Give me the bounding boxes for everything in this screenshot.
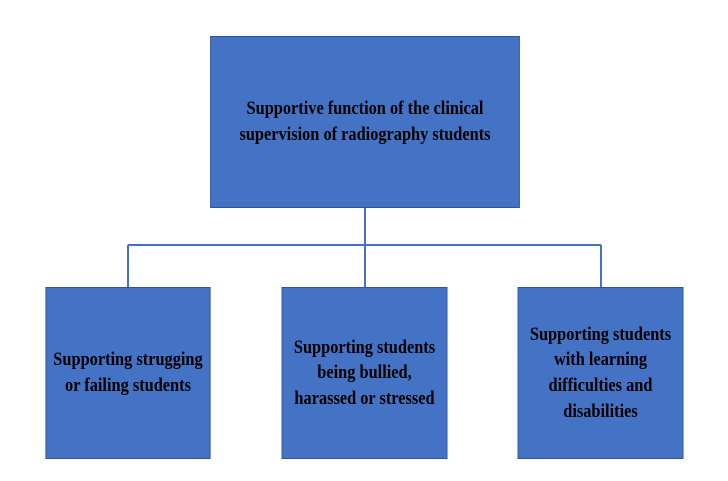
child-node-box-bullied: Supporting students being bullied, haras…	[281, 287, 448, 459]
child-node-box-learning-difficulties: Supporting students with learning diffic…	[517, 287, 684, 459]
child-node-label-struggling: Supporting strugging or failing students	[53, 349, 203, 396]
child-node-label-learning-difficulties: Supporting students with learning diffic…	[529, 323, 672, 422]
child-node-box-struggling: Supporting strugging or failing students	[45, 287, 211, 459]
child-node-label-bullied: Supporting students being bullied, haras…	[293, 336, 436, 409]
root-node-label: Supportive function of the clinical supe…	[239, 98, 491, 145]
root-node-box: Supportive function of the clinical supe…	[210, 36, 520, 208]
